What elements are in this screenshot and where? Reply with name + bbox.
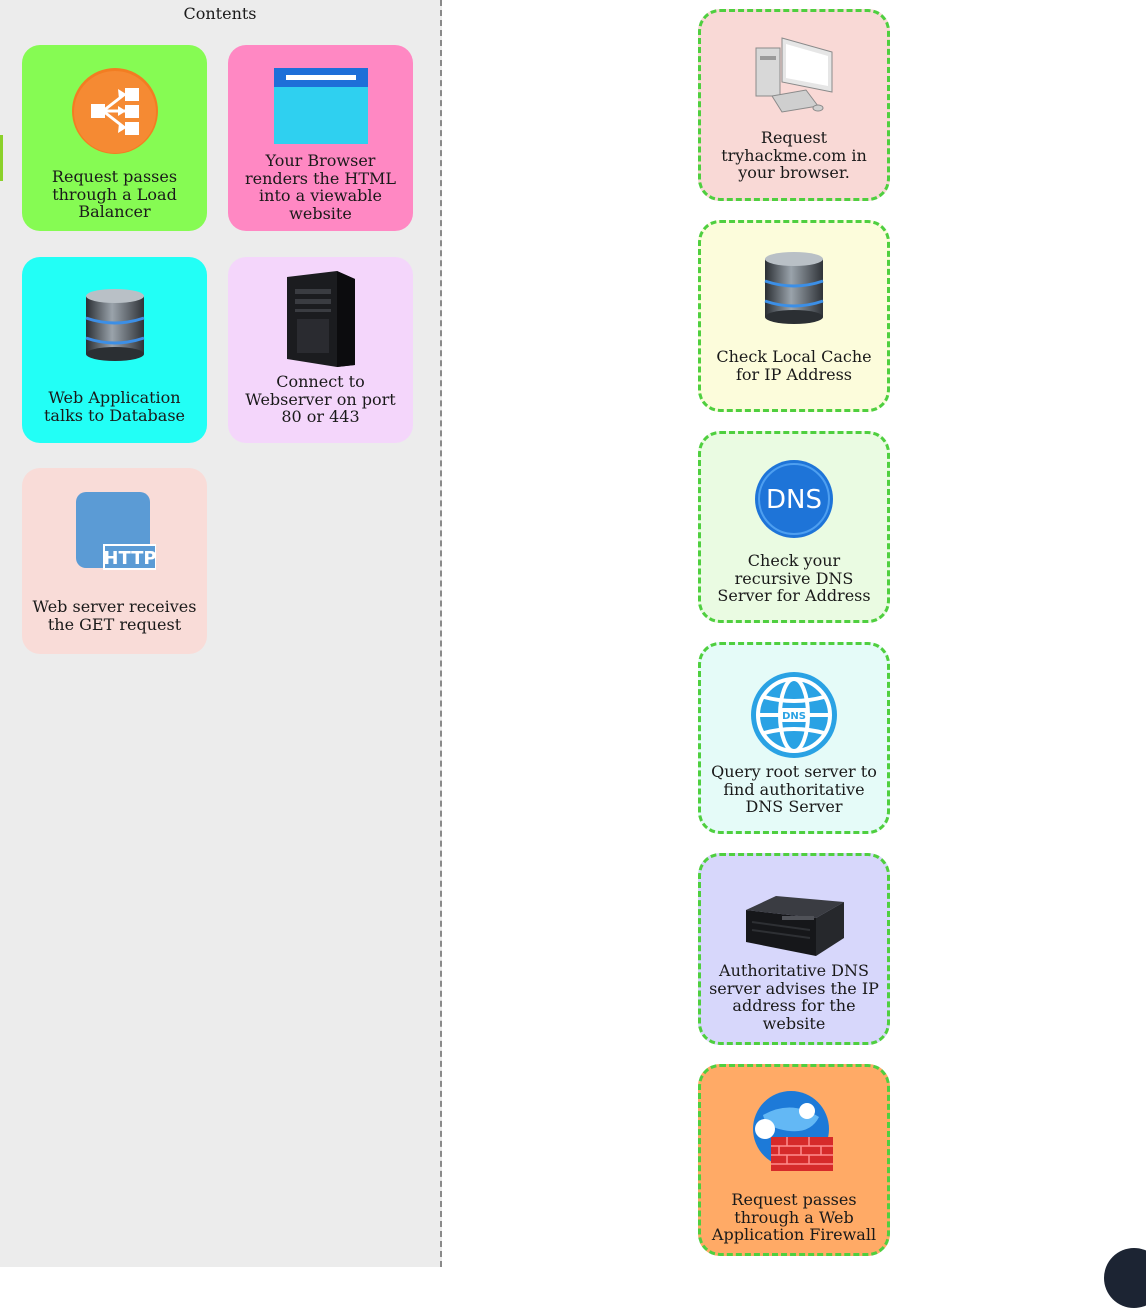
panel-title: Contents [183,4,257,23]
chat-launcher-button[interactable] [1104,1248,1146,1308]
dns-globe-icon: DNS [751,672,837,758]
contents-panel: Contents Request passes through a Load B… [0,0,442,1267]
step-label: Query root server to find authoritative … [711,762,877,816]
server-tower-icon [286,271,355,367]
step-label: Request passes through a Web Application… [711,1190,877,1244]
step-request-browser[interactable]: Request tryhackme.com in your browser. [698,9,890,201]
desktop-computer-icon [755,37,833,113]
card-label: Connect to Webserver on port 80 or 443 [245,372,396,426]
http-icon: HTTP [75,492,156,570]
card-browser[interactable]: Your Browser renders the HTML into a vie… [228,45,413,231]
card-label: Your Browser renders the HTML into a vie… [245,151,396,223]
database-icon [764,252,824,324]
dns-icon: DNS [755,460,833,538]
card-http[interactable]: HTTP Web server receives the GET request [22,468,207,654]
database-icon [85,289,144,361]
svg-text:DNS: DNS [766,485,822,515]
step-label: Check Local Cache for IP Address [716,347,872,384]
load-balancer-icon [71,68,158,154]
card-load-balancer[interactable]: Request passes through a Load Balancer [22,45,207,231]
step-label: Check your recursive DNS Server for Addr… [717,551,871,605]
step-label: Authoritative DNS server advises the IP … [709,961,879,1033]
step-root-server[interactable]: DNS Query root server to find authoritat… [698,642,890,834]
card-label: Request passes through a Load Balancer [51,167,178,221]
card-label: Web server receives the GET request [32,597,197,634]
step-authoritative-dns[interactable]: Authoritative DNS server advises the IP … [698,853,890,1045]
card-webserver[interactable]: Connect to Webserver on port 80 or 443 [228,257,413,443]
step-label: Request tryhackme.com in your browser. [721,128,867,182]
web-firewall-icon [753,1091,833,1171]
browser-window-icon [273,68,368,144]
card-label: Web Application talks to Database [43,388,186,425]
step-web-firewall[interactable]: Request passes through a Web Application… [698,1064,890,1256]
card-database[interactable]: Web Application talks to Database [22,257,207,443]
svg-text:HTTP: HTTP [103,548,156,569]
step-local-cache[interactable]: Check Local Cache for IP Address [698,220,890,412]
rack-server-icon [746,896,844,956]
svg-text:DNS: DNS [782,711,806,722]
panel-edge-marker [0,135,3,181]
step-recursive-dns[interactable]: DNS Check your recursive DNS Server for … [698,431,890,623]
